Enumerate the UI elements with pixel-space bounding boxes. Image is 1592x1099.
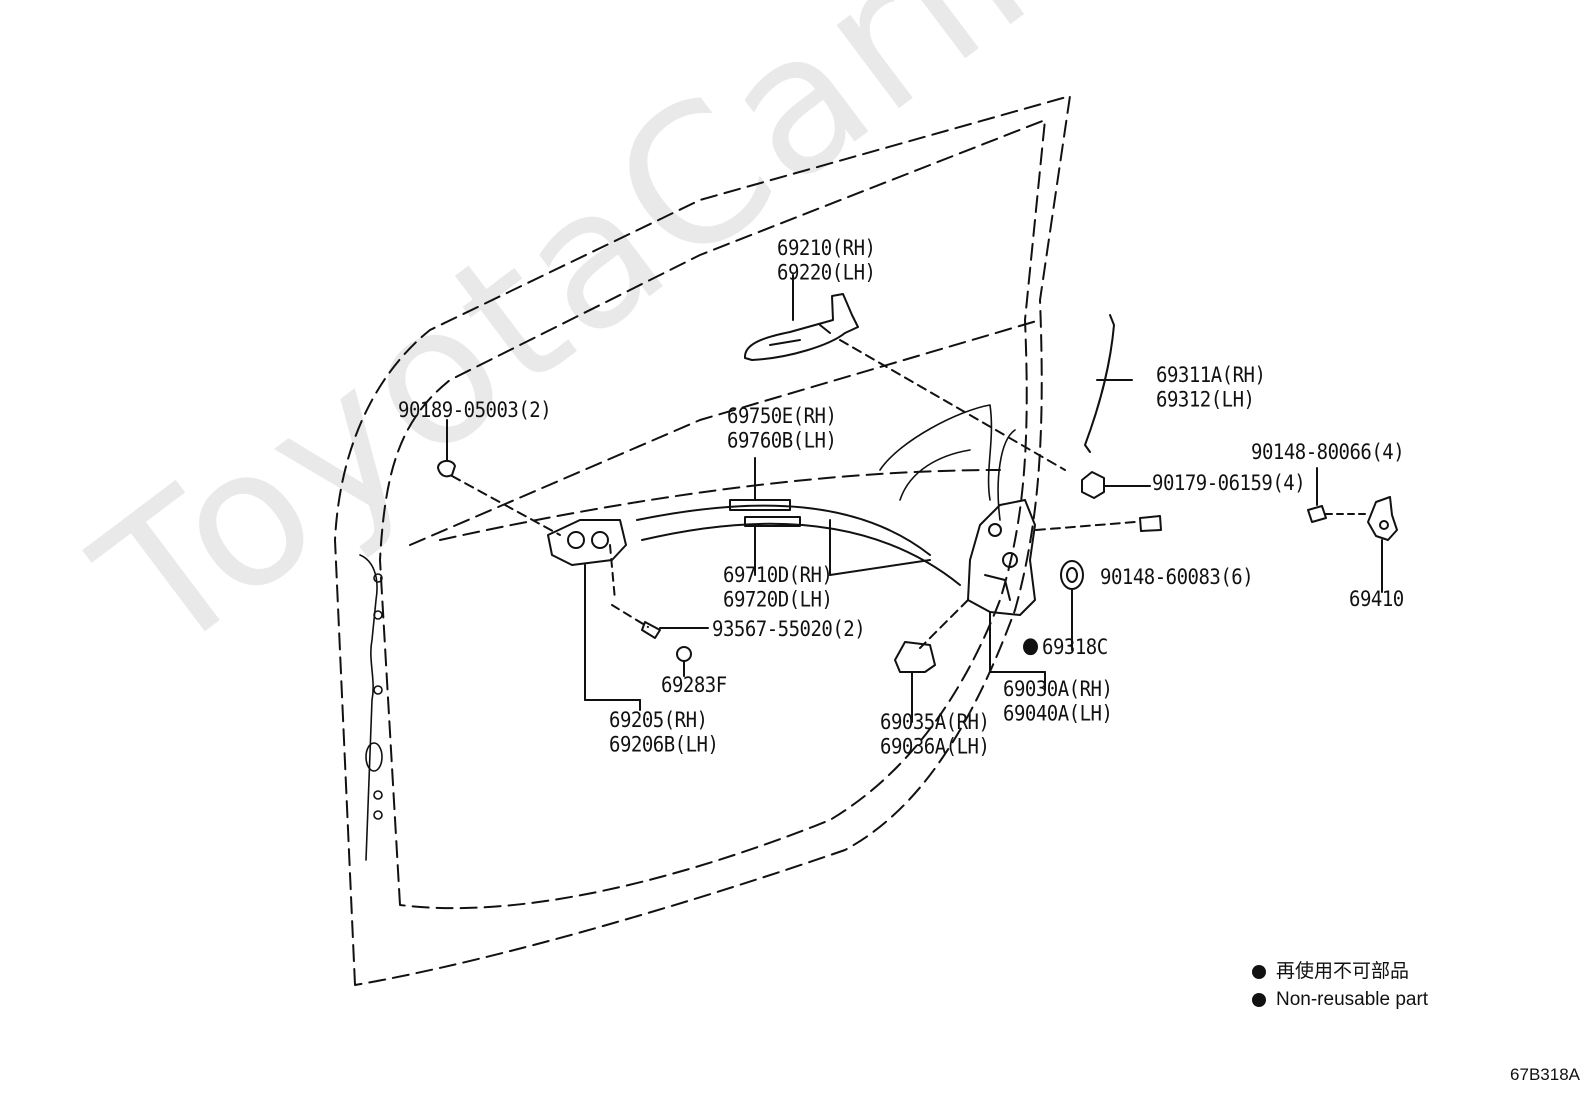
part-number: 90148-80066(4): [1251, 440, 1405, 465]
label-striker-screw: 90148-80066(4): [1251, 440, 1405, 465]
part-number: 69311A(RH): [1156, 363, 1266, 388]
label-grommet: 69318C: [1023, 635, 1108, 660]
label-inside-handle-screw: 93567-55020(2): [712, 617, 866, 642]
label-inside-handle: 69205(RH) 69206B(LH): [609, 708, 719, 758]
panel-lines: [879, 404, 1016, 521]
legend-en-text: Non-reusable part: [1276, 989, 1429, 1010]
part-number: 69750E(RH): [727, 404, 837, 429]
part-number: 69318C: [1023, 635, 1108, 660]
legend-row-jp: 再使用不可部品: [1252, 958, 1428, 986]
label-cable-upper: 69750E(RH) 69760B(LH): [727, 404, 837, 454]
lock-screw-shape: [1139, 515, 1162, 532]
door-outline: [334, 95, 1071, 986]
label-striker: 69410: [1349, 587, 1404, 612]
grommet-shape: [1060, 560, 1084, 651]
part-number: 69206B(LH): [609, 732, 719, 758]
label-clip: 90189-05003(2): [398, 398, 552, 423]
part-number: 93567-55020(2): [712, 617, 866, 642]
part-number: 69283F: [661, 673, 727, 698]
part-number: 69205(RH): [609, 708, 708, 733]
legend: 再使用不可部品 Non-reusable part: [1252, 958, 1428, 1014]
non-reusable-dot-icon: [1252, 965, 1266, 979]
lock-assy-shape: [919, 499, 1136, 691]
part-number: 69030A(RH): [1003, 677, 1113, 702]
label-bolt-nut: 90179-06159(4): [1152, 471, 1306, 496]
label-lock-rod: 69311A(RH) 69312(LH): [1156, 363, 1266, 413]
label-lock-screw: 90148-60083(6): [1100, 565, 1254, 590]
legend-jp-text: 再使用不可部品: [1276, 961, 1410, 982]
bolt-nut-shape: [1081, 471, 1151, 499]
part-number: 69312(LH): [1156, 387, 1255, 413]
label-outside-handle: 69210(RH) 69220(LH): [777, 236, 876, 286]
diagram-code: 67B318A: [1510, 1065, 1580, 1084]
part-number: 69410: [1349, 587, 1404, 612]
cables-shape: [636, 457, 961, 586]
screw-shape: [641, 621, 709, 677]
clip-shape: [437, 419, 561, 536]
part-number: 69720D(LH): [723, 587, 833, 613]
label-inside-handle-cap: 69283F: [661, 673, 727, 698]
inside-handle-shape: [547, 519, 649, 711]
part-number: 69220(LH): [777, 260, 876, 286]
part-number: 69210(RH): [777, 236, 876, 261]
lock-cover-shape: [894, 641, 936, 723]
part-number: 69036A(LH): [880, 734, 990, 760]
label-lock-assy: 69030A(RH) 69040A(LH): [1003, 677, 1113, 727]
part-number: 69760B(LH): [727, 428, 837, 454]
part-number: 69040A(LH): [1003, 701, 1113, 727]
non-reusable-bullet-icon: [1023, 638, 1038, 656]
outside-handle-shape: [743, 274, 859, 361]
lock-rod-shape: [1084, 314, 1133, 453]
part-number: 90148-60083(6): [1100, 565, 1254, 590]
label-lock-cover: 69035A(RH) 69036A(LH): [880, 710, 990, 760]
non-reusable-dot-icon: [1252, 993, 1266, 1007]
part-number: 69710D(RH): [723, 563, 833, 588]
part-number: 90189-05003(2): [398, 398, 552, 423]
legend-row-en: Non-reusable part: [1252, 986, 1428, 1014]
part-number: 69035A(RH): [880, 710, 990, 735]
label-cable-lower: 69710D(RH) 69720D(LH): [723, 563, 833, 613]
part-number: 90179-06159(4): [1152, 471, 1306, 496]
striker-shape: [1307, 467, 1398, 593]
pillar-holes: [359, 554, 383, 861]
